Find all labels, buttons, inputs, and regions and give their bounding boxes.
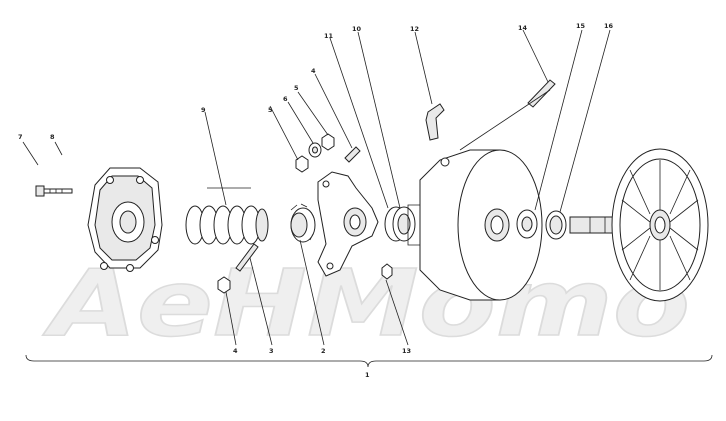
callout-14: 14 bbox=[518, 24, 528, 32]
part-pin bbox=[235, 243, 259, 272]
callout-4-upper: 4 bbox=[311, 67, 316, 75]
part-elbow-fitting bbox=[425, 103, 445, 141]
part-sheave-housing bbox=[407, 149, 543, 301]
part-seal-ring bbox=[545, 210, 567, 240]
part-bolt bbox=[35, 185, 73, 197]
part-washer-nut-set bbox=[295, 133, 361, 173]
part-spring bbox=[185, 187, 269, 245]
callout-7: 7 bbox=[18, 133, 23, 141]
leader-lines bbox=[22, 29, 611, 346]
assembly-bracket bbox=[25, 354, 713, 368]
part-spacer bbox=[516, 209, 538, 239]
part-cover-plate bbox=[87, 167, 163, 272]
callout-16: 16 bbox=[604, 22, 614, 30]
callout-5-right: 5 bbox=[294, 84, 299, 92]
callout-9: 9 bbox=[201, 106, 206, 114]
part-sheave-wheel bbox=[611, 148, 709, 302]
callout-2: 2 bbox=[321, 347, 326, 355]
callout-13: 13 bbox=[402, 347, 411, 355]
callout-11: 11 bbox=[324, 32, 334, 40]
callout-15: 15 bbox=[576, 22, 586, 30]
part-nut-13 bbox=[381, 263, 393, 280]
watermark: AeHMomo bbox=[43, 250, 690, 357]
callout-4-lower: 4 bbox=[233, 347, 238, 355]
callout-labels: 1 2 3 4 4 5 5 6 7 8 9 10 11 12 13 14 15 … bbox=[18, 22, 614, 379]
part-small-nut bbox=[217, 276, 231, 294]
part-long-pin bbox=[527, 79, 556, 108]
part-spider-arm bbox=[317, 171, 379, 277]
callout-1: 1 bbox=[365, 371, 370, 379]
part-castle-nut bbox=[290, 203, 316, 243]
callout-3: 3 bbox=[269, 347, 274, 355]
callout-8: 8 bbox=[50, 133, 55, 141]
part-bushing bbox=[384, 206, 416, 242]
callout-6: 6 bbox=[283, 95, 288, 103]
callout-12: 12 bbox=[410, 25, 419, 33]
callout-5-left: 5 bbox=[268, 106, 273, 114]
callout-10: 10 bbox=[352, 25, 362, 33]
